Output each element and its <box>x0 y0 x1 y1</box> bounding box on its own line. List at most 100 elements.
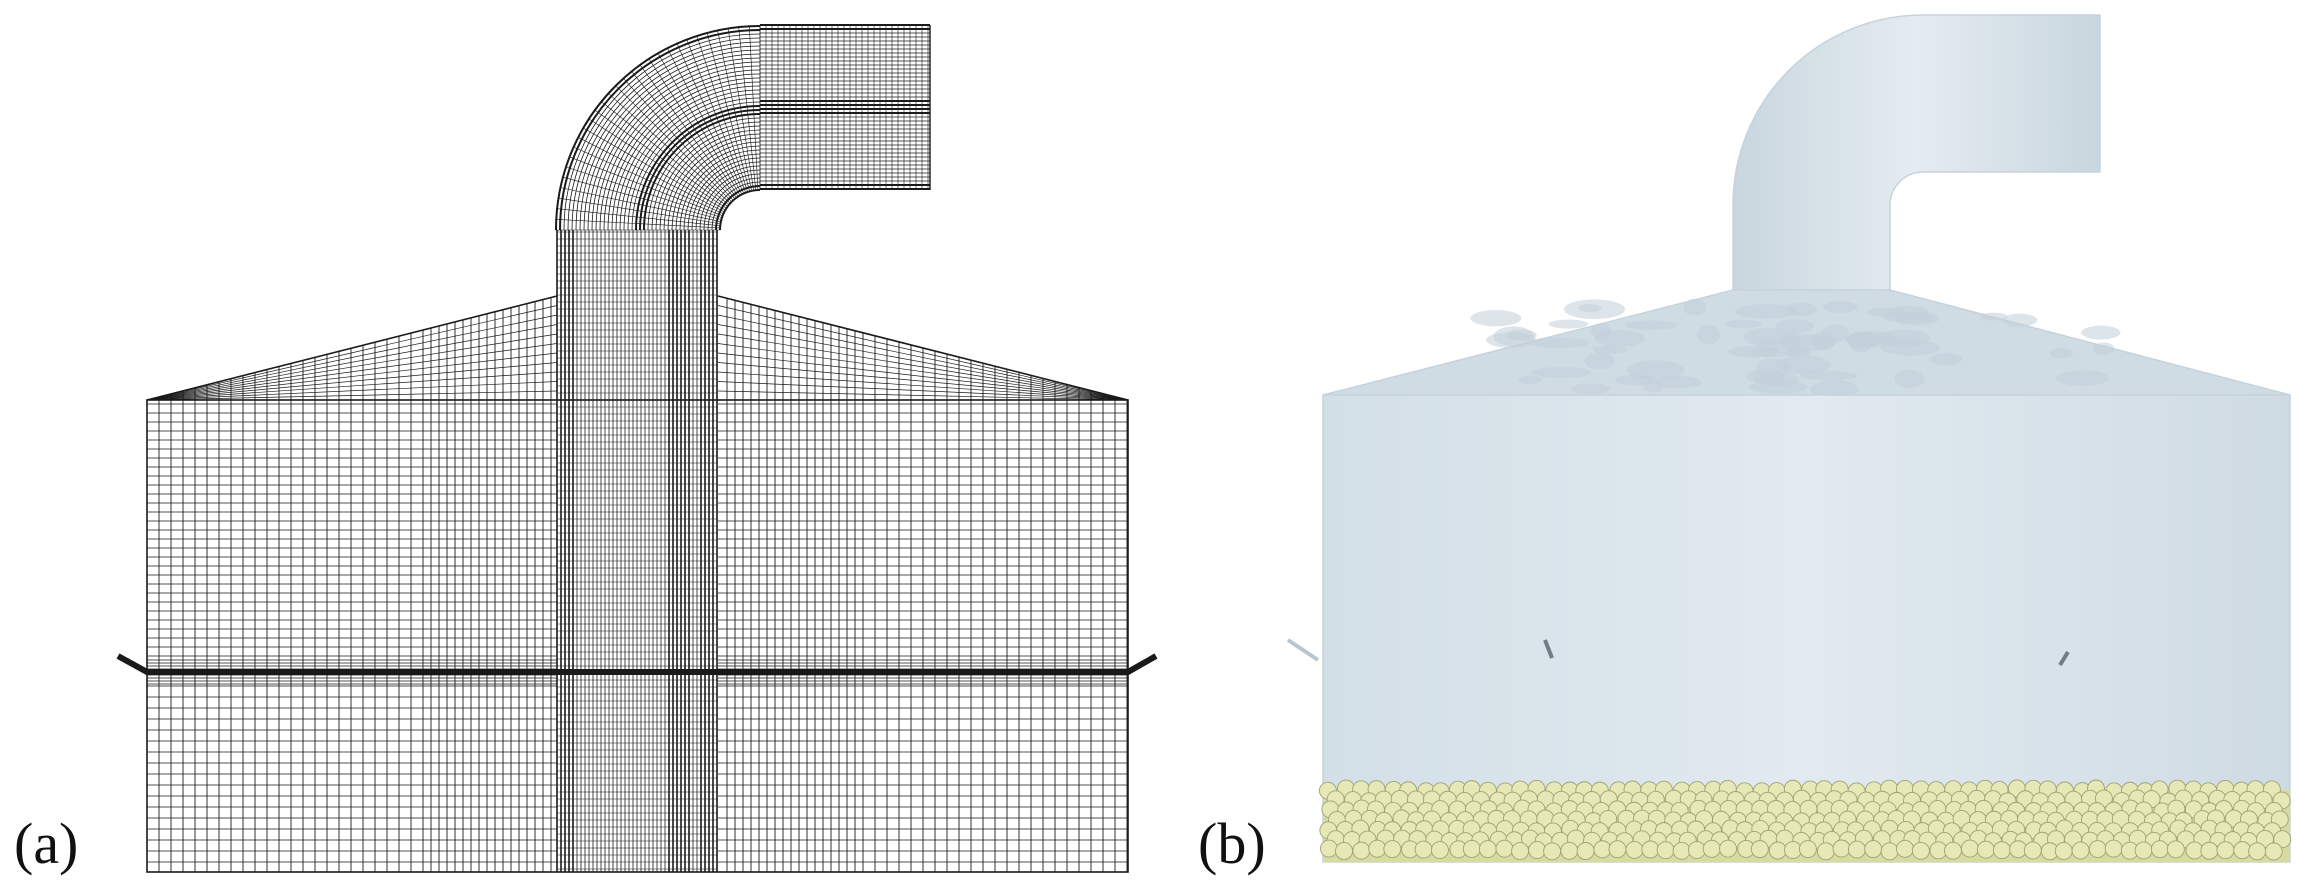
elbow-radial <box>561 176 722 220</box>
particle <box>1511 842 1530 861</box>
cone-texture <box>2092 342 2115 356</box>
particle <box>1976 840 1995 859</box>
particle <box>1750 840 1769 859</box>
particle <box>1383 840 1402 858</box>
elbow-radial <box>696 34 748 193</box>
cone-texture <box>1593 345 1628 354</box>
cone-outline <box>146 295 1129 401</box>
particle <box>1528 841 1547 859</box>
cone-texture <box>2081 325 2121 340</box>
mesh-diagram <box>116 24 1158 873</box>
particle <box>2200 841 2219 860</box>
particle <box>1625 840 1644 859</box>
elbow-radial <box>582 127 726 211</box>
elbow-radial <box>587 118 727 209</box>
vessel-render <box>1286 14 2292 863</box>
cone-mesh-line <box>146 314 558 401</box>
particle <box>1943 841 1962 860</box>
elbow-radial <box>564 166 723 218</box>
elbow-radial <box>559 187 721 222</box>
cone-texture <box>1777 334 1836 352</box>
particle <box>1847 840 1866 859</box>
cone-texture <box>1724 319 1762 329</box>
elbow-radial <box>572 146 724 215</box>
grid-plate <box>116 653 1158 675</box>
particle <box>2071 841 2090 860</box>
cone-mesh-line <box>146 381 558 401</box>
panel-b-render: (b) <box>1180 0 2298 885</box>
cone-texture <box>1746 347 1807 357</box>
cone-texture <box>1625 320 1678 330</box>
particle <box>1576 842 1595 860</box>
cone-texture <box>1883 313 1934 324</box>
cone-mesh-line <box>717 343 1129 401</box>
outlet-pipe <box>1732 14 2101 291</box>
cone-texture <box>1696 325 1721 345</box>
cone-texture <box>2056 370 2109 386</box>
particle <box>1543 842 1562 861</box>
particle <box>1430 841 1449 860</box>
cone-texture <box>1590 323 1612 339</box>
cone-mesh-line <box>146 305 558 401</box>
cone-texture <box>1743 327 1788 347</box>
elbow-radial <box>738 26 757 191</box>
cone-mesh-line <box>146 324 558 401</box>
cone-mesh-line <box>717 390 1129 401</box>
elbow-radial <box>706 31 750 192</box>
cone-texture <box>1548 319 1589 329</box>
cone-texture <box>1776 355 1831 375</box>
cone-texture <box>1683 298 1707 316</box>
elbow-radial <box>556 208 721 227</box>
cone-texture <box>1584 352 1615 370</box>
particle <box>1816 842 1835 861</box>
particle <box>1352 841 1371 860</box>
particle <box>1768 841 1787 860</box>
cone-texture <box>1470 309 1522 327</box>
panel-label-a: (a) <box>14 811 79 876</box>
particle <box>1672 841 1691 860</box>
particle <box>1992 841 2011 860</box>
cone-mesh-line <box>146 352 558 401</box>
particle <box>2216 841 2235 860</box>
cone-mesh-line <box>717 381 1129 401</box>
elbow-radial <box>676 42 745 194</box>
cone-mesh-line <box>146 362 558 401</box>
particle <box>2134 841 2153 860</box>
cone-texture <box>2002 313 2038 327</box>
panel-a-mesh: (a) <box>14 24 1158 876</box>
particle <box>1864 840 1883 859</box>
cone-texture <box>2049 348 2074 359</box>
particle <box>1798 840 1817 858</box>
cone-texture <box>1748 380 1808 394</box>
elbow-radial <box>630 70 736 200</box>
elbow-radial <box>555 218 721 229</box>
cone-texture <box>1734 304 1798 319</box>
particle <box>1641 840 1660 859</box>
particle <box>1960 839 1979 858</box>
elbow-radial <box>717 29 752 191</box>
cone-mesh-line <box>146 333 558 401</box>
pipe-mesh <box>555 24 931 872</box>
cone-mesh-line <box>717 314 1129 401</box>
particle <box>1608 840 1627 859</box>
cone-texture <box>1655 375 1702 389</box>
panel-label-b: (b) <box>1198 811 1266 876</box>
particle <box>1560 841 1579 860</box>
particle <box>1319 839 1338 858</box>
cone-mesh-line <box>146 343 558 401</box>
inner-nozzle-right <box>2058 650 2070 667</box>
elbow-radial <box>577 136 725 213</box>
elbow-radial <box>748 25 759 191</box>
cone-mesh-line <box>717 324 1129 401</box>
elbow-radial <box>666 47 743 195</box>
particle <box>2023 841 2042 860</box>
cone-texture <box>1626 360 1685 380</box>
elbow-radial <box>607 92 731 204</box>
particle <box>1702 839 1721 858</box>
particle <box>2088 840 2107 858</box>
particle <box>1784 841 1802 859</box>
cone-mesh-line <box>717 305 1129 401</box>
particle <box>2166 840 2185 859</box>
particle <box>2150 840 2169 859</box>
particle <box>1719 839 1737 858</box>
